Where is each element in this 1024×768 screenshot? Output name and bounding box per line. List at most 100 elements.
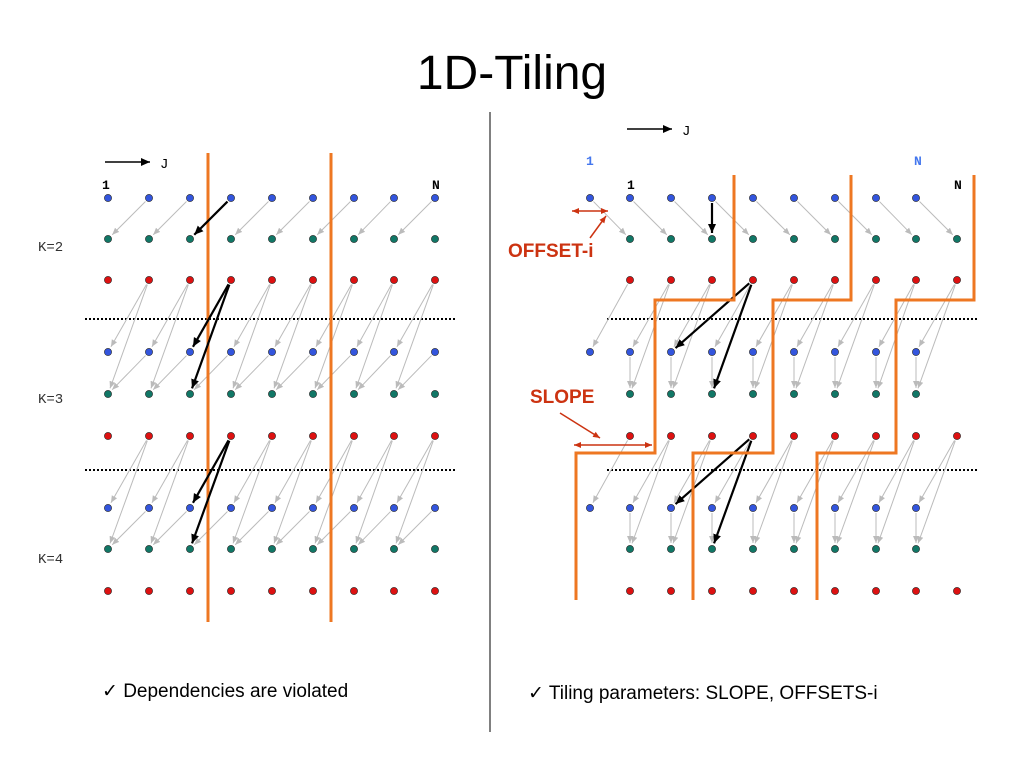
iteration-point bbox=[790, 432, 798, 440]
iteration-point bbox=[268, 545, 276, 553]
iteration-point bbox=[953, 235, 961, 243]
iteration-point bbox=[227, 348, 235, 356]
dependency-arrow bbox=[274, 440, 311, 504]
dependency-arrow bbox=[111, 201, 146, 236]
iteration-point bbox=[912, 194, 920, 202]
iteration-point bbox=[708, 235, 716, 243]
iteration-point bbox=[790, 504, 798, 512]
dependency-arrow bbox=[837, 284, 874, 348]
right-orig-last-label: N bbox=[914, 154, 922, 169]
dependency-arrow bbox=[355, 284, 393, 389]
iteration-point bbox=[227, 587, 235, 595]
iteration-point bbox=[912, 432, 920, 440]
iteration-point bbox=[309, 235, 317, 243]
iteration-point bbox=[309, 587, 317, 595]
iteration-point bbox=[350, 348, 358, 356]
dependency-arrow bbox=[234, 511, 269, 546]
dependency-arrow bbox=[232, 284, 271, 389]
iteration-point bbox=[186, 348, 194, 356]
dependency-arrow bbox=[592, 284, 629, 347]
iteration-point bbox=[626, 235, 634, 243]
dependency-arrow bbox=[837, 440, 874, 504]
dependency-arrow bbox=[796, 284, 833, 348]
iteration-point bbox=[953, 587, 961, 595]
iteration-point bbox=[831, 432, 839, 440]
iteration-point bbox=[104, 194, 112, 202]
dependency-arrow bbox=[631, 284, 670, 389]
iteration-point bbox=[227, 390, 235, 398]
iteration-point bbox=[872, 194, 880, 202]
iteration-point bbox=[626, 432, 634, 440]
dependency-arrow bbox=[275, 201, 310, 236]
dependency-arrow bbox=[715, 201, 750, 236]
right-j-label: J bbox=[682, 124, 690, 140]
dependency-arrow bbox=[755, 440, 792, 504]
iteration-point bbox=[667, 194, 675, 202]
violated-dependency-arrow bbox=[193, 200, 229, 236]
iteration-point bbox=[145, 545, 153, 553]
dependency-arrow bbox=[234, 355, 269, 391]
iteration-point bbox=[790, 276, 798, 284]
iteration-point bbox=[708, 432, 716, 440]
dependency-arrow bbox=[152, 511, 187, 546]
dependency-arrow bbox=[714, 284, 751, 348]
iteration-point bbox=[390, 545, 398, 553]
dependency-arrow bbox=[357, 511, 391, 546]
check-icon: ✓ bbox=[528, 683, 544, 704]
dependency-arrow bbox=[797, 201, 832, 236]
dependency-arrow bbox=[879, 201, 913, 236]
dependency-arrow bbox=[754, 440, 793, 544]
offset-label: OFFSET-i bbox=[508, 241, 594, 262]
iteration-point bbox=[227, 545, 235, 553]
dependency-arrow bbox=[397, 511, 432, 546]
iteration-point bbox=[667, 545, 675, 553]
iteration-point bbox=[350, 504, 358, 512]
dependency-arrow bbox=[674, 201, 709, 236]
iteration-point bbox=[790, 587, 798, 595]
iteration-point bbox=[626, 504, 634, 512]
iteration-point bbox=[708, 504, 716, 512]
dependency-arrow bbox=[796, 440, 833, 504]
dependency-arrow bbox=[316, 511, 351, 546]
k-label-3: K=3 bbox=[38, 392, 63, 408]
left-col-first-label: 1 bbox=[102, 178, 110, 193]
iteration-point bbox=[350, 390, 358, 398]
iteration-point bbox=[953, 432, 961, 440]
iteration-point bbox=[431, 194, 439, 202]
slope-pointer bbox=[559, 412, 601, 439]
violated-dependency-arrow bbox=[192, 283, 230, 348]
iteration-point bbox=[749, 348, 757, 356]
dependency-arrow bbox=[632, 284, 669, 348]
iteration-point bbox=[390, 504, 398, 512]
iteration-point bbox=[309, 194, 317, 202]
iteration-point bbox=[186, 194, 194, 202]
iteration-point bbox=[831, 276, 839, 284]
iteration-point bbox=[431, 390, 439, 398]
dependency-arrow bbox=[193, 355, 228, 391]
iteration-point bbox=[667, 348, 675, 356]
iteration-point bbox=[708, 587, 716, 595]
iteration-point bbox=[749, 276, 757, 284]
violated-dependency-arrow bbox=[713, 440, 753, 544]
iteration-point bbox=[268, 348, 276, 356]
iteration-point bbox=[309, 432, 317, 440]
dependency-arrow bbox=[193, 511, 228, 546]
dependency-arrow bbox=[396, 440, 433, 504]
iteration-point bbox=[186, 432, 194, 440]
iteration-point bbox=[268, 194, 276, 202]
iteration-point bbox=[390, 194, 398, 202]
dependency-arrow bbox=[917, 284, 956, 389]
iteration-point bbox=[790, 348, 798, 356]
iteration-point bbox=[790, 390, 798, 398]
iteration-point bbox=[186, 504, 194, 512]
dependency-arrow bbox=[273, 440, 312, 544]
iteration-point bbox=[145, 587, 153, 595]
iteration-point bbox=[309, 390, 317, 398]
iteration-point bbox=[186, 545, 194, 553]
dependency-arrow bbox=[631, 440, 670, 544]
iteration-point bbox=[186, 587, 194, 595]
tile-boundary bbox=[691, 175, 853, 600]
iteration-point bbox=[431, 235, 439, 243]
dependency-arrow bbox=[233, 440, 270, 504]
iteration-point bbox=[912, 235, 920, 243]
